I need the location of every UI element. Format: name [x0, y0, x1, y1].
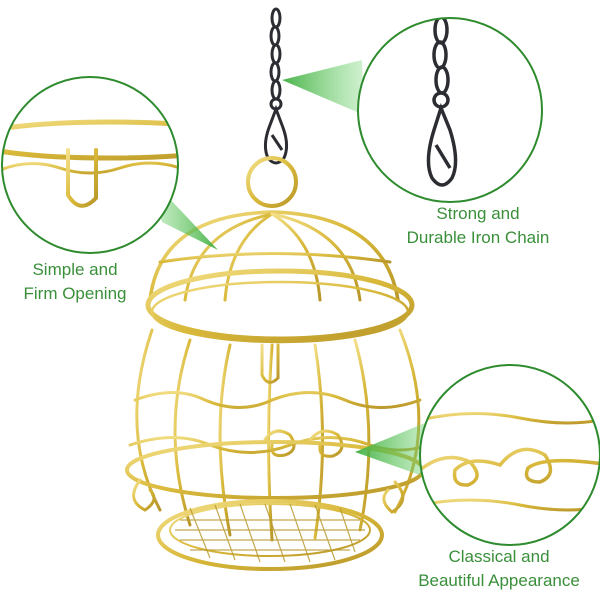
- mesh-floor: [175, 503, 365, 563]
- opening-callout-line1: Simple and: [32, 260, 118, 279]
- chain-callout-line1: Strong and: [436, 204, 520, 223]
- chain-callout-magnifier: [357, 17, 543, 203]
- opening-callout-label: Simple and Firm Opening: [0, 258, 150, 306]
- appearance-callout-line1: Classical and: [448, 547, 550, 566]
- appearance-callout-label: Classical and Beautiful Appearance: [398, 545, 600, 593]
- appearance-callout-pointer: [355, 420, 434, 480]
- appearance-callout-magnifier: [419, 364, 600, 546]
- opening-callout-line2: Firm Opening: [23, 284, 127, 303]
- birdcage: [125, 156, 430, 571]
- hanging-chain: [269, 7, 282, 101]
- chain-callout-pointer: [282, 60, 364, 115]
- appearance-callout-line2: Beautiful Appearance: [418, 571, 580, 590]
- chain-callout-label: Strong and Durable Iron Chain: [378, 202, 578, 250]
- chain-callout-line2: Durable Iron Chain: [406, 228, 550, 247]
- swivel-hook: [263, 97, 289, 165]
- opening-callout-magnifier: [1, 76, 179, 254]
